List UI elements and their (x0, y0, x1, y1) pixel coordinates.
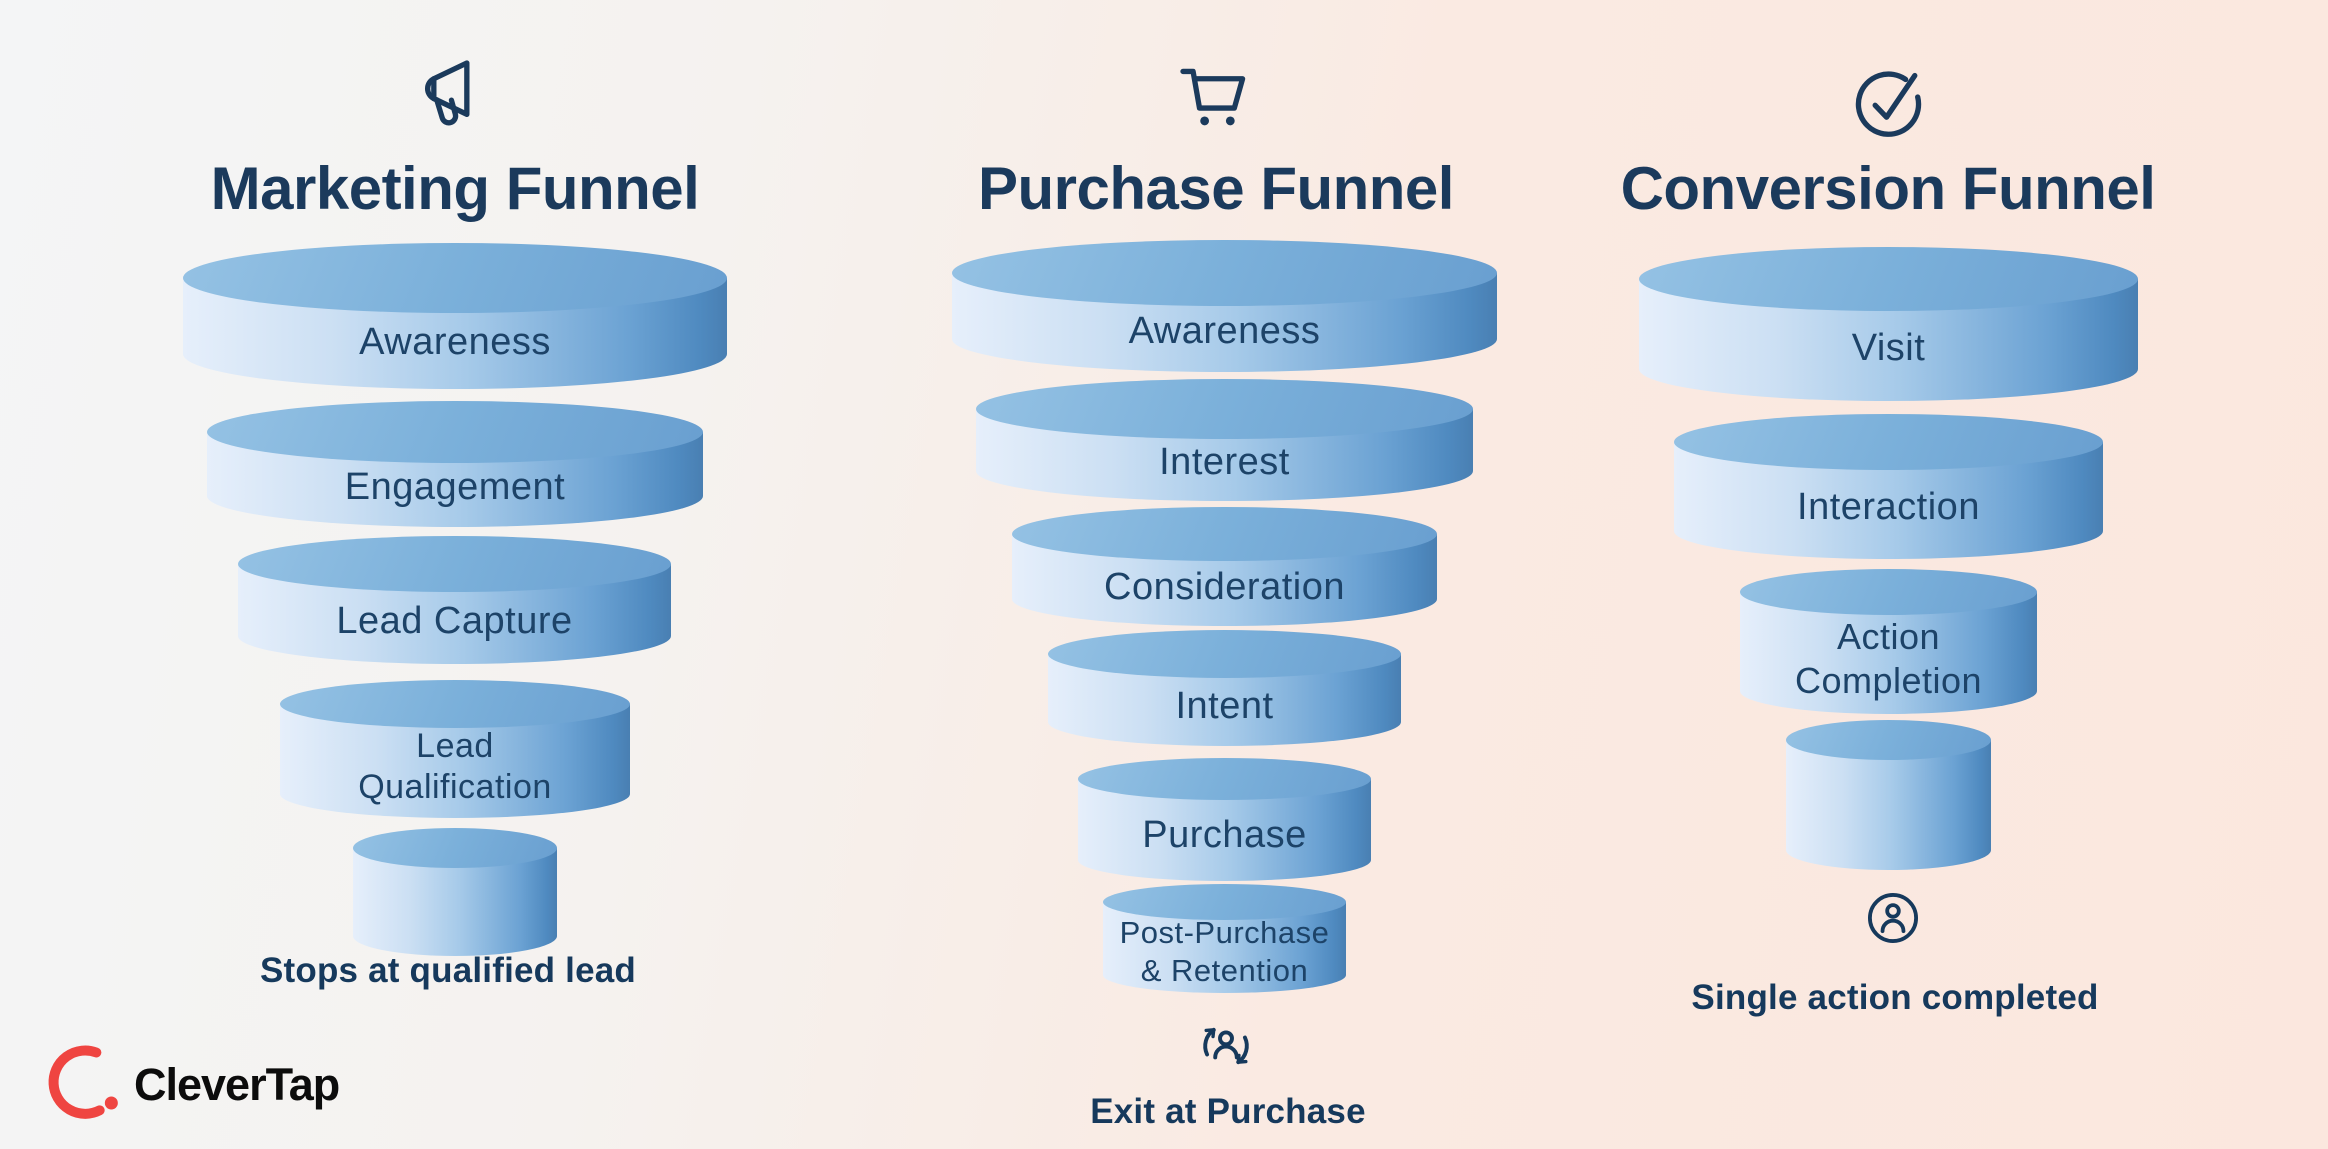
stage-label: Awareness (359, 321, 551, 364)
megaphone-icon (399, 52, 487, 140)
person-circle-icon (1859, 884, 1927, 952)
check-circle-icon (1844, 58, 1932, 146)
disk-top-ellipse (1012, 507, 1437, 561)
stage-label: Visit (1851, 326, 1926, 369)
disk-body (1786, 740, 1991, 870)
disk-top-ellipse (353, 828, 557, 868)
stage-disk-consideration: Consideration (1012, 507, 1437, 626)
stage-label: Engagement (344, 466, 566, 509)
stage-disk-interest: Interest (976, 379, 1473, 501)
stage-label: Interaction (1797, 486, 1980, 529)
disk-top-ellipse (1740, 569, 2037, 615)
stage-label: Lead Qualification (358, 726, 552, 806)
disk-top-ellipse (207, 401, 703, 463)
disk-top-ellipse (1786, 720, 1991, 760)
user-retention-icon (1191, 1011, 1261, 1081)
stage-disk-action-completion: Action Completion (1740, 569, 2037, 714)
clevertap-logo-text: CleverTap (134, 1059, 340, 1110)
funnel-title-conversion: Conversion Funnel (1620, 155, 2156, 222)
disk-top-ellipse (238, 536, 671, 592)
stage-label: Interest (1159, 441, 1290, 484)
stage-disk-awareness-2: Awareness (952, 240, 1497, 372)
disk-top-ellipse (1078, 758, 1371, 800)
disk-top-ellipse (1103, 884, 1346, 920)
stage-disk-bottom-marketing (353, 828, 557, 956)
funnel-title-purchase: Purchase Funnel (978, 155, 1454, 222)
stage-disk-purchase: Purchase (1078, 758, 1371, 881)
clevertap-logo: CleverTap (46, 1042, 340, 1122)
stage-disk-bottom-conversion (1786, 720, 1991, 870)
stage-disk-lead-qualification: Lead Qualification (280, 680, 630, 818)
stage-disk-interaction: Interaction (1674, 414, 2103, 559)
disk-top-ellipse (952, 240, 1497, 306)
stage-disk-intent: Intent (1048, 630, 1401, 746)
stage-disk-post-purchase: Post-Purchase & Retention (1103, 884, 1346, 993)
stage-label: Intent (1175, 684, 1274, 727)
disk-top-ellipse (976, 379, 1473, 439)
stage-label: Lead Capture (336, 599, 573, 642)
disk-top-ellipse (1639, 247, 2138, 311)
funnel-caption-purchase: Exit at Purchase (1090, 1092, 1366, 1131)
disk-top-ellipse (1674, 414, 2103, 470)
clevertap-arc-icon (48, 1045, 118, 1119)
stage-disk-lead-capture: Lead Capture (238, 536, 671, 664)
stage-label: Post-Purchase & Retention (1119, 915, 1330, 988)
stage-label: Awareness (1128, 309, 1321, 352)
stage-label: Purchase (1142, 814, 1307, 857)
funnel-caption-marketing: Stops at qualified lead (259, 951, 637, 990)
stage-label: Action Completion (1794, 615, 1983, 701)
stage-disk-visit: Visit (1639, 247, 2138, 401)
shopping-cart-icon (1172, 54, 1260, 142)
disk-top-ellipse (280, 680, 630, 728)
stage-disk-engagement: Engagement (207, 401, 703, 527)
disk-top-ellipse (1048, 630, 1401, 678)
funnel-caption-conversion: Single action completed (1691, 978, 2099, 1017)
funnel-title-marketing: Marketing Funnel (210, 155, 700, 222)
stage-disk-awareness-1: Awareness (183, 243, 727, 389)
stage-label: Consideration (1104, 565, 1345, 608)
disk-top-ellipse (183, 243, 727, 313)
